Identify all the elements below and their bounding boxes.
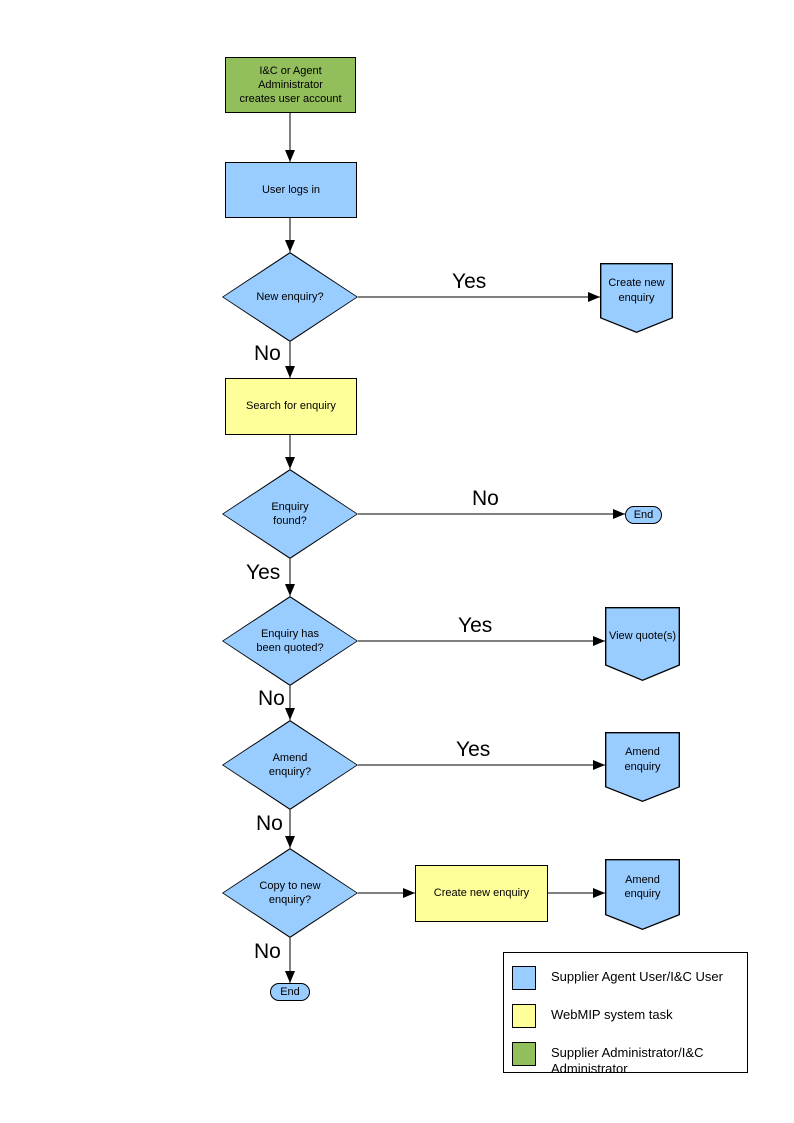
terminator-end-2-label: End (280, 985, 300, 998)
node-amend-enquiry-2: Amend enquiry (605, 859, 680, 930)
legend-label-user: Supplier Agent User/I&C User (551, 969, 723, 984)
edge-label-amend-no: No (256, 812, 283, 835)
edge-label-found-yes: Yes (246, 561, 281, 584)
node-create-new-enquiry: Create new enquiry (600, 263, 673, 333)
edge-label-new-enquiry-yes: Yes (452, 270, 487, 293)
edge-label-found-no: No (472, 487, 499, 510)
node-search-for-enquiry: Search for enquiry (225, 378, 357, 435)
decision-enquiry-quoted-label: Enquiry has been quoted? (256, 627, 324, 654)
node-view-quotes-label: View quote(s) (608, 630, 677, 643)
legend-item-system: WebMIP system task (512, 1004, 741, 1028)
pentagon-fill (606, 733, 679, 801)
terminator-end-1: End (625, 506, 662, 524)
decision-copy-to-new-enquiry-label: Copy to new enquiry? (259, 879, 321, 906)
node-search-for-enquiry-label: Search for enquiry (246, 400, 336, 413)
decision-amend-enquiry-label: Amend enquiry? (268, 751, 312, 778)
node-user-logs-in: User logs in (225, 162, 357, 218)
decision-copy-to-new-enquiry: Copy to new enquiry? (222, 848, 358, 938)
node-amend-enquiry-1: Amend enquiry (605, 732, 680, 802)
legend-swatch-green (512, 1042, 536, 1066)
legend-item-user: Supplier Agent User/I&C User (512, 966, 741, 990)
edge-label-new-enquiry-no: No (254, 342, 281, 365)
edge-label-quoted-yes: Yes (458, 614, 493, 637)
node-create-user-account: I&C or Agent Administrator creates user … (225, 57, 356, 113)
edge-label-quoted-no: No (258, 687, 285, 710)
decision-amend-enquiry: Amend enquiry? (222, 720, 358, 810)
node-user-logs-in-label: User logs in (261, 183, 321, 196)
legend: Supplier Agent User/I&C User WebMIP syst… (503, 952, 748, 1076)
pentagon-fill (606, 608, 679, 680)
legend-swatch-blue (512, 966, 536, 990)
node-create-new-enquiry-task: Create new enquiry (415, 865, 548, 922)
node-create-new-enquiry-label: Create new enquiry (608, 277, 665, 304)
terminator-end-1-label: End (633, 508, 654, 521)
node-amend-enquiry-2-label: Amend enquiry (624, 873, 661, 900)
node-create-new-enquiry-task-label: Create new enquiry (433, 887, 530, 900)
legend-label-admin: Supplier Administrator/I&C Administrator (551, 1045, 704, 1076)
pentagon-fill (606, 860, 679, 929)
legend-label-system: WebMIP system task (551, 1007, 673, 1022)
decision-new-enquiry: New enquiry? (222, 252, 358, 342)
edge-label-amend-yes: Yes (456, 738, 491, 761)
decision-new-enquiry-label: New enquiry? (256, 290, 324, 303)
decision-enquiry-found: Enquiry found? (222, 469, 358, 559)
node-amend-enquiry-1-label: Amend enquiry (624, 746, 661, 773)
node-create-user-account-label: I&C or Agent Administrator creates user … (239, 64, 342, 106)
legend-item-admin: Supplier Administrator/I&C Administrator (512, 1042, 741, 1077)
legend-swatch-yellow (512, 1004, 536, 1028)
decision-enquiry-quoted: Enquiry has been quoted? (222, 596, 358, 686)
node-view-quotes: View quote(s) (605, 607, 680, 681)
terminator-end-2: End (270, 983, 310, 1001)
pentagon-fill (601, 264, 672, 332)
decision-enquiry-found-label: Enquiry found? (271, 500, 309, 527)
edge-label-copy-no: No (254, 940, 281, 963)
